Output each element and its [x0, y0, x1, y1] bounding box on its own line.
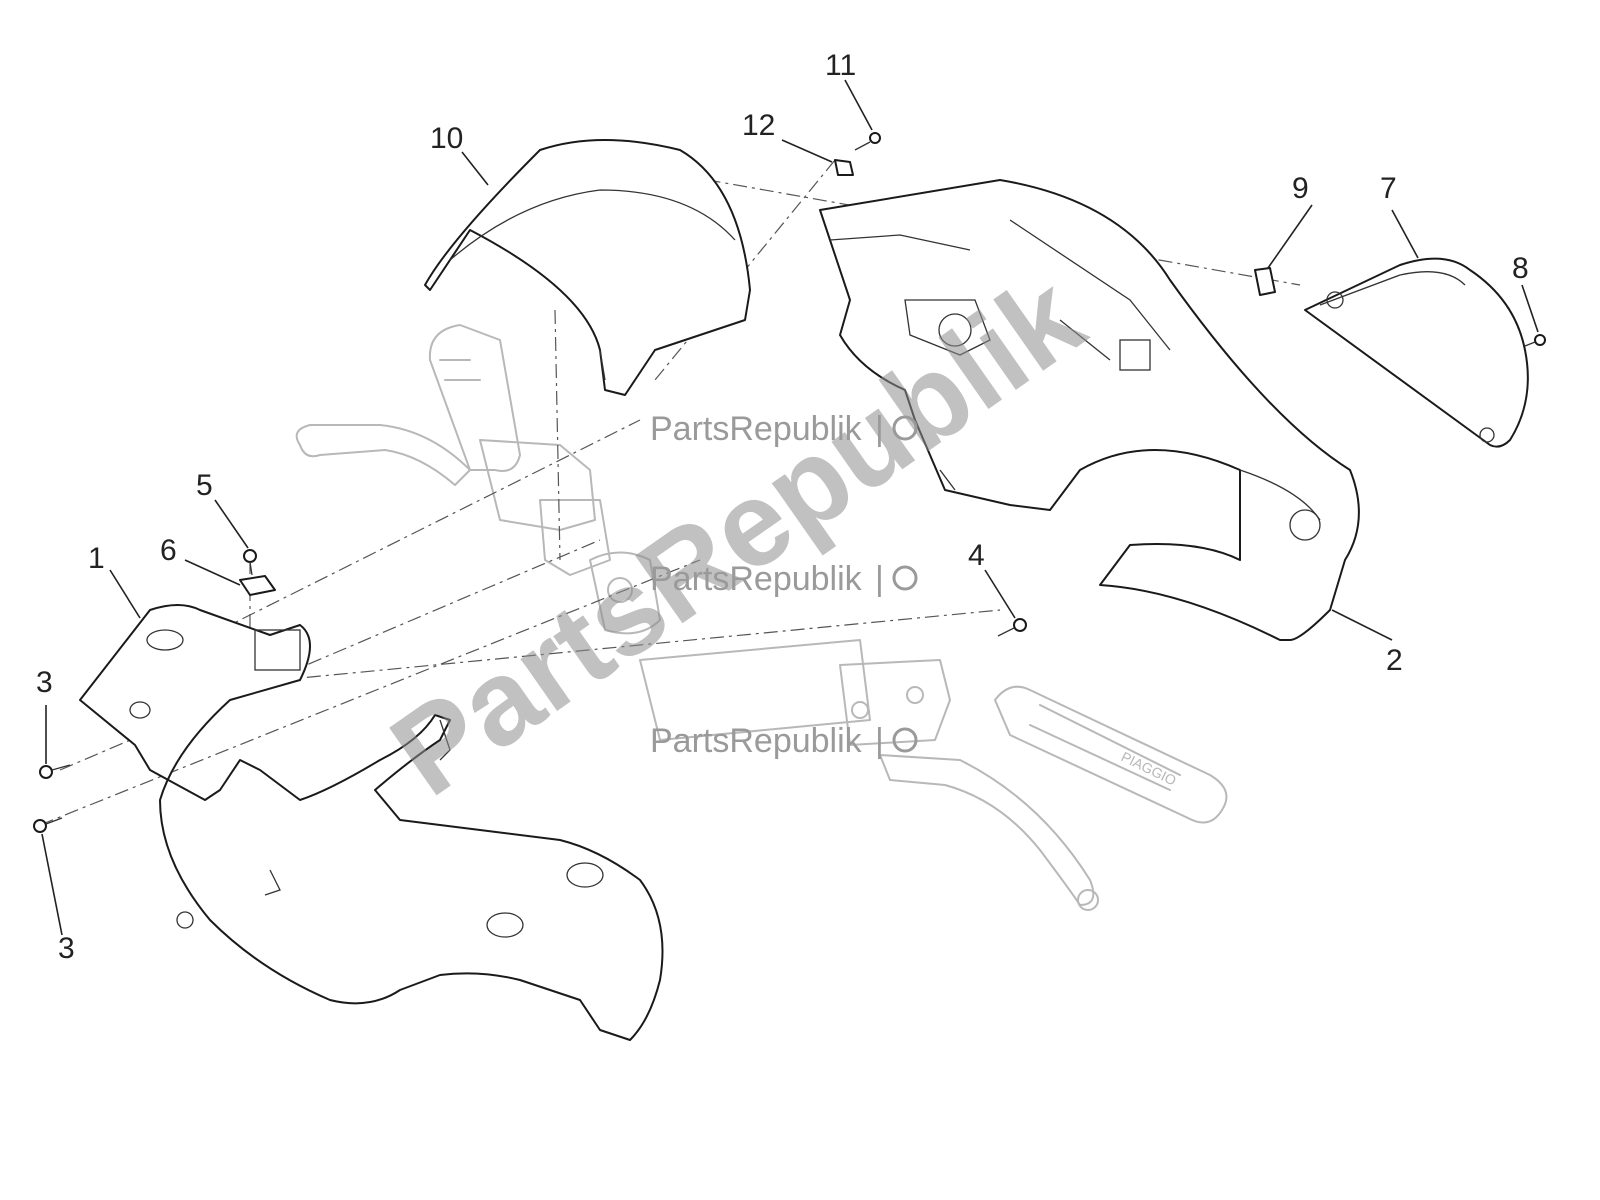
clip-part-12 — [834, 159, 854, 176]
screw-part-4 — [997, 618, 1027, 637]
clip-part-9 — [1254, 267, 1276, 296]
callout-8: 8 — [1512, 252, 1529, 285]
gear-icon — [892, 727, 918, 753]
part-7-trim-cover — [1304, 257, 1529, 448]
callout-7: 7 — [1380, 172, 1397, 205]
watermark-text-3: PartsRepublik — [650, 722, 863, 760]
callout-4: 4 — [968, 539, 985, 572]
nut-part-6 — [239, 575, 276, 596]
callouts: 11 12 10 9 7 8 2 4 5 6 1 3 3 — [36, 49, 1539, 965]
watermark-text-2: PartsRepublik — [650, 560, 863, 598]
screw-part-11 — [854, 132, 881, 151]
callout-3-upper: 3 — [36, 666, 53, 699]
watermark: PartsRepublik PartsRepublik | PartsRepub… — [368, 249, 1106, 822]
part-10-top-cover — [424, 139, 751, 396]
watermark-separator-2: | — [875, 560, 884, 598]
callout-10: 10 — [430, 122, 463, 155]
screw-part-3-lower — [33, 817, 63, 833]
callout-6: 6 — [160, 534, 177, 567]
fasteners — [33, 132, 1546, 833]
watermark-text-1: PartsRepublik — [650, 410, 863, 448]
callout-5: 5 — [196, 469, 213, 502]
gear-icon — [892, 565, 918, 591]
gear-icon — [892, 415, 918, 441]
callout-2: 2 — [1386, 644, 1403, 677]
screw-part-5 — [243, 549, 257, 576]
callout-1: 1 — [88, 542, 105, 575]
grip-brand-label: PIAGGIO — [1119, 748, 1179, 788]
watermark-line-2: PartsRepublik | — [650, 560, 918, 598]
alignment-lines — [39, 159, 1301, 826]
part-1-front-cover — [79, 604, 664, 1041]
watermark-line-3: PartsRepublik | — [650, 722, 918, 760]
watermark-separator-1: | — [875, 410, 884, 448]
part-2-rear-cover — [819, 179, 1360, 641]
watermark-separator-3: | — [875, 722, 884, 760]
callout-11: 11 — [825, 49, 856, 82]
watermark-line-1: PartsRepublik | — [650, 410, 918, 448]
callout-9: 9 — [1292, 172, 1309, 205]
callout-3-lower: 3 — [58, 932, 75, 965]
screw-part-8 — [1524, 334, 1546, 347]
screw-part-3-upper — [39, 764, 71, 779]
callout-12: 12 — [742, 109, 775, 142]
